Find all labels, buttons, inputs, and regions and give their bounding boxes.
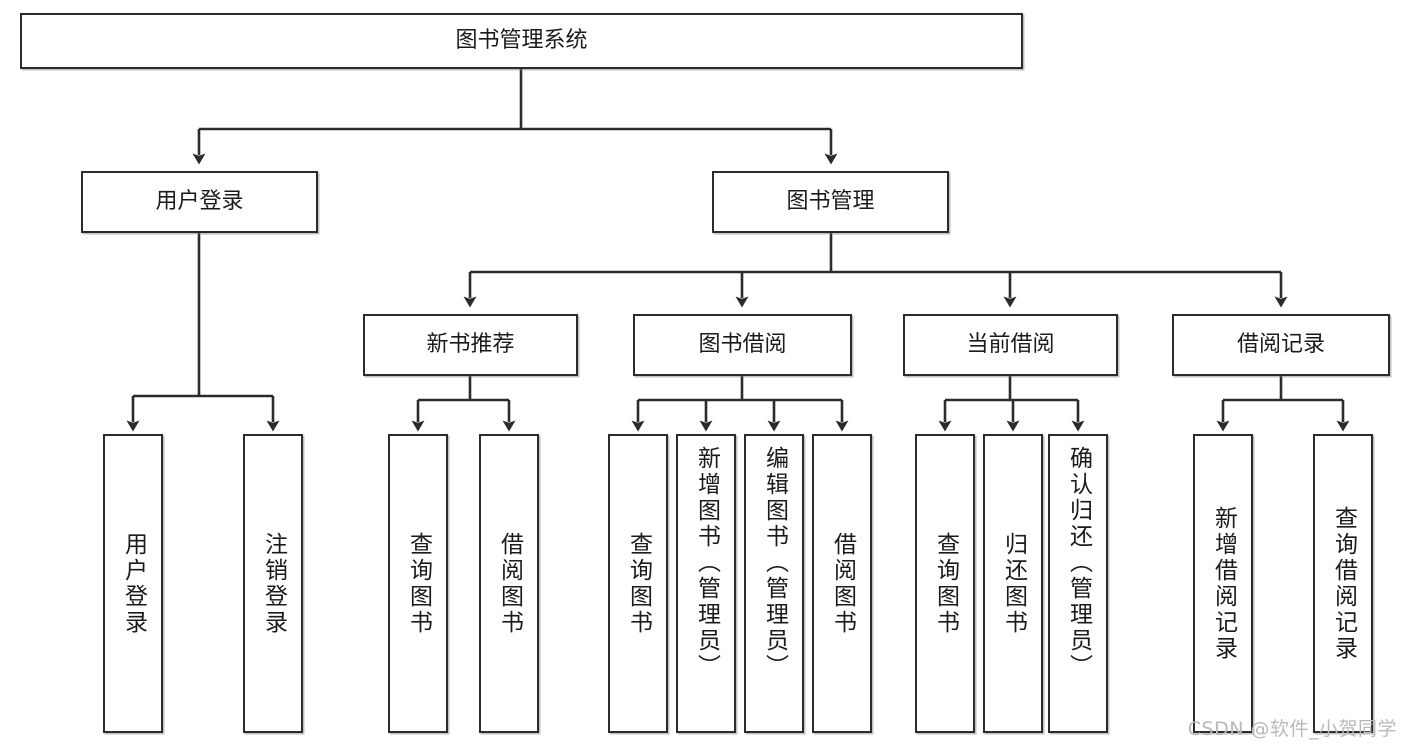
edges-current-borrow bbox=[938, 376, 1085, 432]
csdn-watermark: CSDN @软件_小贺同学 bbox=[1187, 718, 1397, 740]
node-leaf-edit-book[interactable]: 编辑图书（管理员） bbox=[744, 434, 804, 733]
node-user-login-label: 用户登录 bbox=[155, 189, 244, 215]
node-current-borrow-label: 当前借阅 bbox=[966, 332, 1055, 358]
edges-borrow-record bbox=[1216, 376, 1350, 432]
node-leaf-query-book-2[interactable]: 查询图书 bbox=[608, 434, 668, 733]
node-leaf-add-book-label: 新增图书（管理员） bbox=[693, 446, 720, 680]
node-root-label: 图书管理系统 bbox=[455, 28, 588, 54]
node-leaf-query-record-label: 查询借阅记录 bbox=[1330, 505, 1357, 662]
node-leaf-query-book-1-label: 查询图书 bbox=[405, 531, 432, 636]
edges-book-borrow bbox=[631, 376, 849, 432]
node-leaf-borrow-book-2-label: 借阅图书 bbox=[829, 531, 856, 636]
node-leaf-borrow-book-2[interactable]: 借阅图书 bbox=[812, 434, 872, 733]
node-leaf-logout-label: 注销登录 bbox=[260, 531, 287, 636]
node-root[interactable]: 图书管理系统 bbox=[20, 13, 1023, 69]
edges-new-book-recommend bbox=[411, 376, 516, 432]
edges-user-login bbox=[126, 233, 280, 432]
node-leaf-query-record[interactable]: 查询借阅记录 bbox=[1313, 434, 1373, 733]
node-borrow-record[interactable]: 借阅记录 bbox=[1172, 314, 1390, 376]
node-leaf-add-record-label: 新增借阅记录 bbox=[1210, 505, 1237, 662]
node-leaf-query-book-1[interactable]: 查询图书 bbox=[388, 434, 448, 733]
edges-root bbox=[192, 69, 838, 165]
node-book-management-label: 图书管理 bbox=[786, 189, 875, 215]
node-book-borrow-label: 图书借阅 bbox=[698, 332, 787, 358]
node-leaf-return-book[interactable]: 归还图书 bbox=[983, 434, 1043, 733]
node-leaf-add-book[interactable]: 新增图书（管理员） bbox=[676, 434, 736, 733]
node-leaf-query-book-3-label: 查询图书 bbox=[932, 531, 959, 636]
node-borrow-record-label: 借阅记录 bbox=[1236, 332, 1325, 358]
node-leaf-borrow-book-1[interactable]: 借阅图书 bbox=[479, 434, 539, 733]
node-user-login[interactable]: 用户登录 bbox=[81, 171, 318, 233]
node-leaf-logout[interactable]: 注销登录 bbox=[243, 434, 303, 733]
node-leaf-query-book-2-label: 查询图书 bbox=[625, 531, 652, 636]
node-leaf-edit-book-label: 编辑图书（管理员） bbox=[761, 446, 788, 680]
node-leaf-query-book-3[interactable]: 查询图书 bbox=[915, 434, 975, 733]
node-leaf-user-login-label: 用户登录 bbox=[120, 531, 147, 636]
node-leaf-add-record[interactable]: 新增借阅记录 bbox=[1193, 434, 1253, 733]
edges-book-management bbox=[463, 233, 1288, 308]
node-current-borrow[interactable]: 当前借阅 bbox=[903, 314, 1118, 376]
node-leaf-confirm-return[interactable]: 确认归还（管理员） bbox=[1048, 434, 1108, 733]
node-book-borrow[interactable]: 图书借阅 bbox=[633, 314, 852, 376]
node-book-management[interactable]: 图书管理 bbox=[712, 171, 949, 233]
node-new-book-recommend-label: 新书推荐 bbox=[426, 332, 515, 358]
node-leaf-borrow-book-1-label: 借阅图书 bbox=[496, 531, 523, 636]
node-leaf-confirm-return-label: 确认归还（管理员） bbox=[1065, 446, 1092, 680]
node-leaf-return-book-label: 归还图书 bbox=[1000, 531, 1027, 636]
node-new-book-recommend[interactable]: 新书推荐 bbox=[363, 314, 578, 376]
node-leaf-user-login[interactable]: 用户登录 bbox=[103, 434, 163, 733]
